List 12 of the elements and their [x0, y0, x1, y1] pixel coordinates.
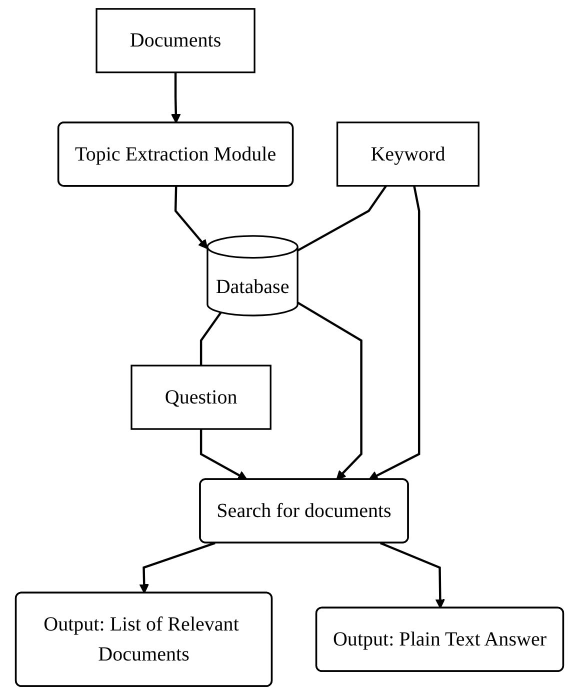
node-box: Documents [96, 8, 256, 74]
connector [200, 312, 222, 366]
arrow [171, 72, 181, 124]
arrow [139, 542, 216, 594]
node-box: Question [130, 364, 272, 430]
arrow [174, 186, 208, 250]
arrow [200, 429, 248, 480]
node-box: Keyword [336, 122, 480, 187]
connector [297, 185, 387, 252]
arrow [368, 186, 420, 480]
arrow [380, 542, 446, 609]
arrow [297, 302, 362, 480]
